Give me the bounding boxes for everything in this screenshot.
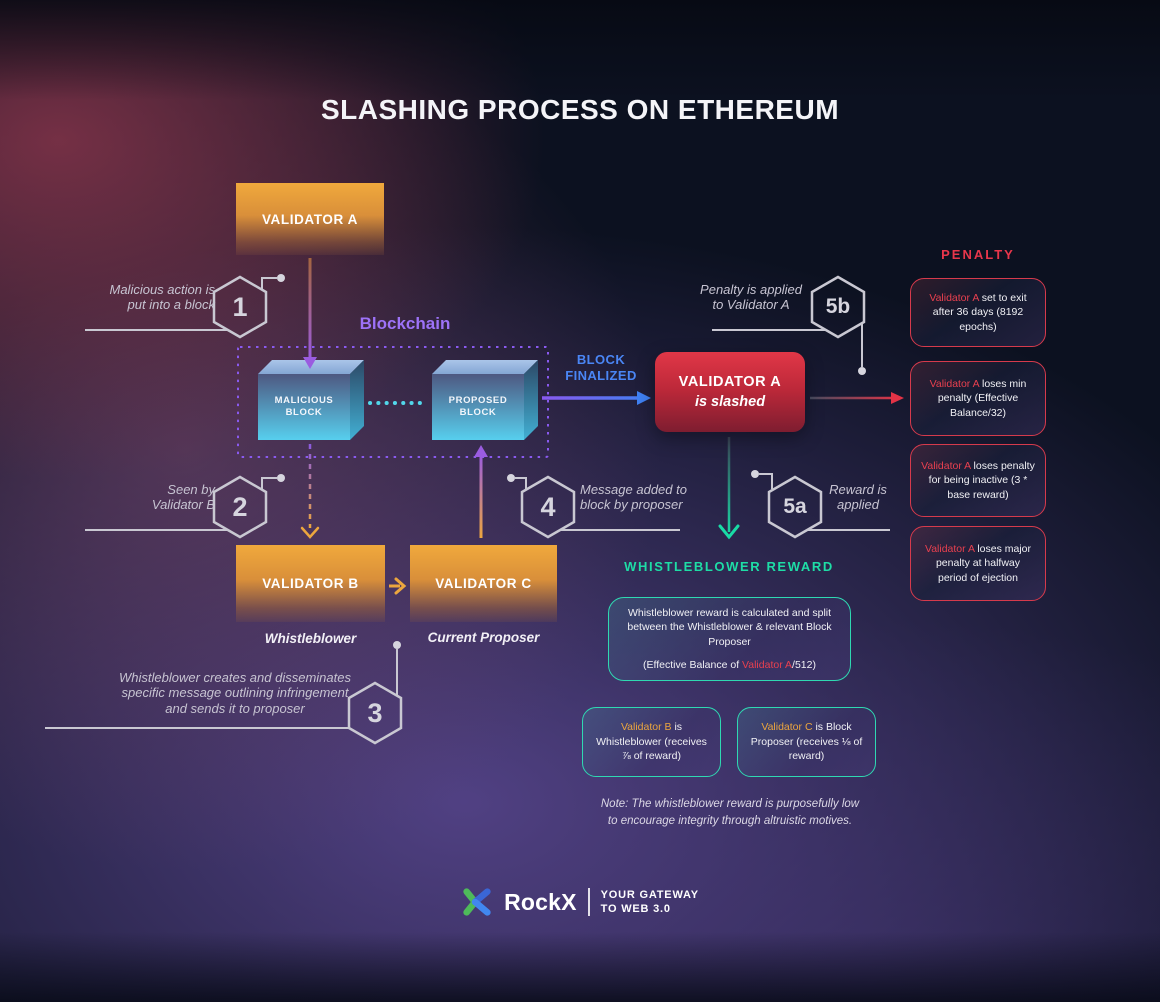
footer-divider bbox=[587, 888, 590, 916]
penalty-3-highlight: Validator A bbox=[921, 460, 971, 473]
arrow-validator-b-to-c bbox=[389, 577, 407, 595]
validator-c-box: VALIDATOR C bbox=[410, 545, 557, 622]
reward-formula-highlight: Validator A bbox=[742, 658, 793, 671]
reward-c-text: is Block Proposer (receives ⅛ of reward) bbox=[750, 720, 863, 763]
validator-b-box: VALIDATOR B bbox=[236, 545, 385, 622]
reward-b-text: is Whistleblower (receives ⅞ of reward) bbox=[596, 720, 707, 763]
penalty-4-highlight: Validator A bbox=[924, 543, 975, 556]
penalty-1-highlight: Validator A bbox=[929, 292, 979, 305]
block-finalized-label: BLOCK FINALIZED bbox=[565, 352, 637, 384]
arrow-block-to-validator-b bbox=[300, 444, 320, 539]
reward-box-validator-b: Validator B is Whistleblower (receives ⅞… bbox=[582, 707, 721, 777]
slashed-box-title: VALIDATOR A bbox=[678, 374, 782, 390]
validator-a-slashed-box: VALIDATOR A is slashed bbox=[655, 352, 805, 432]
hexagon-step-3 bbox=[347, 681, 403, 745]
reward-box-validator-c: Validator C is Block Proposer (receives … bbox=[737, 707, 876, 777]
rockx-logo-icon bbox=[463, 888, 491, 916]
reward-main-text: Whistleblower reward is calculated and s… bbox=[627, 606, 832, 648]
step-hexagons bbox=[212, 275, 866, 745]
malicious-block-shape bbox=[258, 360, 364, 440]
blockchain-dashed-frame bbox=[237, 346, 549, 458]
footer-brand: RockX YOUR GATEWAY TO WEB 3.0 bbox=[0, 886, 1160, 918]
step-3-label: Whistleblower creates and disseminates s… bbox=[119, 670, 351, 716]
current-proposer-label: Current Proposer bbox=[427, 630, 540, 645]
penalty-4-text: loses major penalty at halfway period of… bbox=[935, 543, 1032, 584]
penalty-2-text: loses min penalty (Effective Balance/32) bbox=[937, 378, 1027, 419]
brand-tagline: YOUR GATEWAY TO WEB 3.0 bbox=[600, 888, 699, 915]
reward-formula-post: /512) bbox=[792, 658, 816, 671]
proposed-block-shape bbox=[432, 360, 538, 440]
penalty-box-exit: Validator A set to exit after 36 days (8… bbox=[910, 278, 1046, 347]
reward-formula-pre: (Effective Balance of bbox=[643, 658, 743, 671]
reward-main-box: Whistleblower reward is calculated and s… bbox=[608, 597, 851, 681]
step-leader-lines bbox=[45, 277, 890, 729]
reward-c-highlight: Validator C bbox=[761, 720, 813, 733]
page-title: SLASHING PROCESS ON ETHEREUM bbox=[320, 94, 840, 125]
penalty-box-inactive: Validator A loses penalty for being inac… bbox=[910, 444, 1046, 517]
arrow-validator-c-to-block bbox=[474, 445, 488, 538]
arrow-slashed-to-penalty bbox=[810, 392, 904, 404]
penalty-heading: PENALTY bbox=[941, 247, 1015, 262]
validator-a-box: VALIDATOR A bbox=[236, 183, 384, 255]
proposed-block-label: PROPOSED BLOCK bbox=[448, 394, 508, 418]
arrow-slashed-to-reward bbox=[718, 437, 740, 540]
penalty-2-highlight: Validator A bbox=[929, 378, 980, 391]
step-2-number: 2 bbox=[232, 491, 248, 522]
brand-name: RockX bbox=[504, 888, 577, 915]
arrow-block-finalized bbox=[542, 391, 651, 405]
leader-dots bbox=[277, 274, 866, 649]
slashed-box-subtitle: is slashed bbox=[694, 394, 766, 410]
arrow-validator-a-to-block bbox=[303, 258, 317, 369]
hexagon-step-5a bbox=[767, 475, 823, 539]
reward-note: Note: The whistleblower reward is purpos… bbox=[600, 798, 860, 827]
step-4-number: 4 bbox=[540, 491, 556, 522]
hexagon-step-2 bbox=[212, 475, 268, 539]
step-1-number: 1 bbox=[232, 291, 248, 322]
step-4-label: Message added to block by proposer bbox=[580, 482, 687, 513]
hexagon-step-4 bbox=[520, 475, 576, 539]
step-5b-label: Penalty is applied to Validator A bbox=[700, 282, 802, 313]
hexagon-step-5b bbox=[810, 275, 866, 339]
whistleblower-reward-heading: WHISTLEBLOWER REWARD bbox=[624, 559, 834, 574]
blockchain-label: Blockchain bbox=[359, 314, 451, 333]
malicious-block-label: MALICIOUS BLOCK bbox=[274, 394, 334, 418]
penalty-3-text: loses penalty for being inactive (3 * ba… bbox=[928, 460, 1035, 501]
hexagon-step-1 bbox=[212, 275, 268, 339]
step-5a-number: 5a bbox=[783, 495, 807, 518]
penalty-box-min: Validator A loses min penalty (Effective… bbox=[910, 361, 1046, 436]
whistleblower-label: Whistleblower bbox=[264, 631, 357, 646]
validator-a-label: VALIDATOR A bbox=[261, 211, 359, 227]
reward-b-highlight: Validator B bbox=[620, 720, 672, 733]
penalty-1-text: set to exit after 36 days (8192 epochs) bbox=[932, 292, 1027, 333]
step-5b-number: 5b bbox=[825, 295, 851, 318]
penalty-box-major: Validator A loses major penalty at halfw… bbox=[910, 526, 1046, 601]
step-2-label: Seen by Validator B bbox=[151, 482, 215, 513]
step-1-label: Malicious action is put into a block bbox=[109, 282, 216, 313]
validator-c-label: VALIDATOR C bbox=[435, 576, 532, 591]
step-3-number: 3 bbox=[367, 697, 383, 728]
validator-b-label: VALIDATOR B bbox=[262, 576, 359, 591]
step-5a-label: Reward is applied bbox=[829, 482, 887, 513]
